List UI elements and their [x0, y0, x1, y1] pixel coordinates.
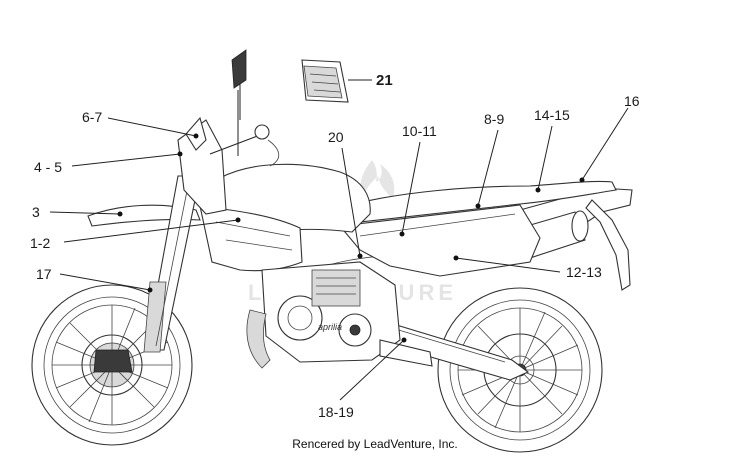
callout-21: 21 [376, 72, 393, 89]
manual-booklet [301, 59, 349, 103]
render-credit: Rencered by LeadVenture, Inc. [292, 437, 458, 451]
mirror [231, 49, 247, 89]
rear-mudguard [585, 199, 631, 291]
callout-1-2: 1-2 [30, 235, 50, 251]
callout-16: 16 [624, 93, 640, 109]
footpeg-bracket [379, 339, 433, 367]
radiator-shroud [199, 205, 303, 272]
engine-brand: aprilia [318, 322, 342, 332]
engine-guard [246, 309, 271, 369]
callout-10-11: 10-11 [402, 123, 437, 139]
callout-dots [117, 133, 585, 343]
side-panel [338, 204, 541, 277]
handlebar [209, 49, 280, 167]
leader-lines [49, 79, 629, 401]
seat [349, 180, 617, 223]
callout-3: 3 [32, 204, 40, 220]
callout-6-7: 6-7 [82, 109, 102, 125]
engine: aprilia [246, 261, 401, 369]
callout-20: 20 [328, 129, 344, 145]
front-fork [143, 175, 201, 353]
brake-caliper [93, 349, 133, 373]
callout-12-13: 12-13 [566, 264, 602, 280]
callout-14-15: 14-15 [534, 107, 570, 123]
headlight-cowl [177, 119, 227, 215]
callout-labels: 21 6-7 4 - 5 3 1-2 17 20 10-11 8-9 14-15… [30, 72, 640, 420]
front-wheel [31, 284, 193, 446]
callout-8-9: 8-9 [484, 111, 504, 127]
callout-17: 17 [36, 266, 52, 282]
callout-4-5: 4 - 5 [34, 159, 62, 175]
callout-18-19: 18-19 [318, 404, 354, 420]
